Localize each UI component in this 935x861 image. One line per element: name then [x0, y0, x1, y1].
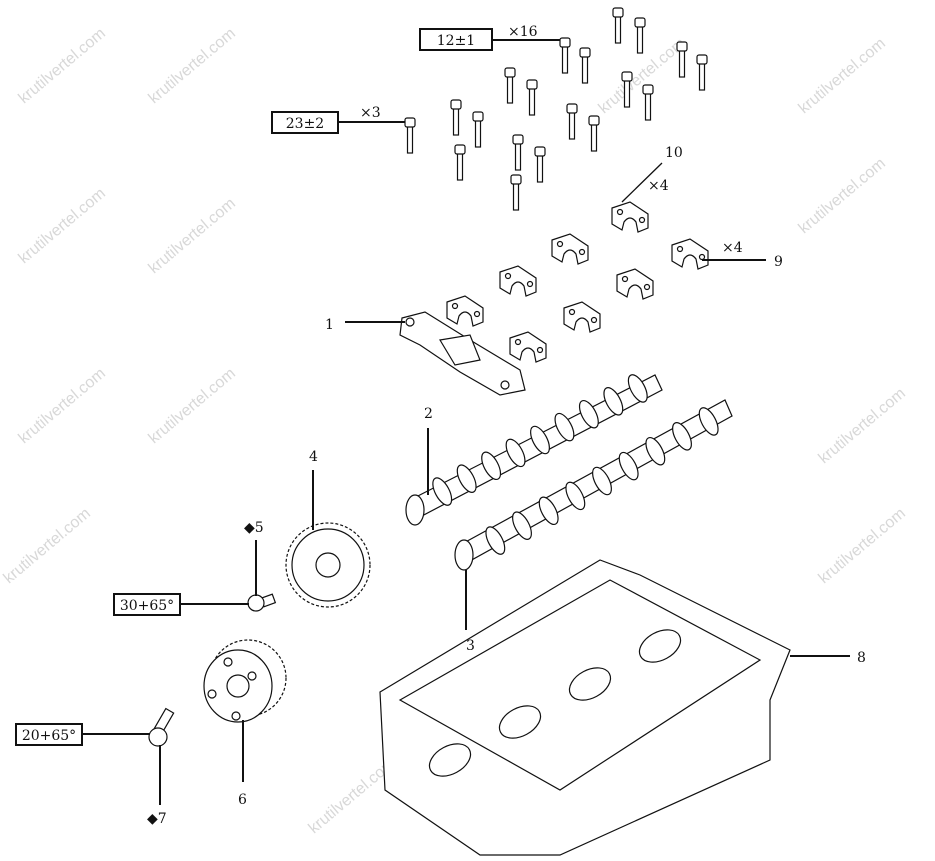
cam-lobe — [618, 451, 639, 481]
torque-label-5: 30+65° — [120, 598, 174, 614]
bearing-cap — [509, 331, 547, 363]
part-number-7: ◆7 — [147, 811, 167, 827]
port — [428, 743, 472, 777]
torque-label-7: 20+65° — [22, 728, 76, 744]
part-number-5: ◆5 — [244, 520, 264, 536]
cam-lobe — [578, 399, 599, 429]
part-number-1: 1 — [325, 317, 334, 333]
bolt — [404, 117, 416, 154]
cam-lobe — [565, 481, 586, 511]
bolt — [454, 144, 466, 181]
bolt — [512, 134, 524, 171]
part-number-3: 3 — [466, 638, 475, 654]
qty-label-bridge-bolts: ×3 — [360, 105, 381, 121]
port — [568, 667, 612, 701]
bolt — [510, 174, 522, 211]
bearing-cap — [616, 268, 654, 300]
bearing-cap — [563, 301, 601, 333]
port — [638, 629, 682, 663]
bearing-cap — [551, 233, 589, 265]
bolt — [588, 115, 600, 152]
bolt — [566, 103, 578, 140]
bearing-cap — [611, 201, 649, 233]
camshaft-sprocket — [285, 522, 371, 608]
vvt-bolt — [148, 707, 175, 747]
bolt — [526, 79, 538, 116]
part-number-6: 6 — [238, 792, 247, 808]
vvt-actuator — [203, 639, 287, 723]
camshaft-bearing-bridge — [399, 311, 526, 396]
bearing-cap — [499, 265, 537, 297]
bolt — [559, 37, 571, 74]
sprocket-bolt — [247, 593, 277, 612]
bolt — [612, 7, 624, 44]
cam-lobe — [481, 451, 502, 481]
qty-label-cap-bolts: ×16 — [508, 24, 538, 40]
part-number-8: 8 — [857, 650, 866, 666]
callouts: 12±1 ×16 23±2 ×3 10 ×4 ×4 9 1 2 3 4 ◆5 3… — [15, 24, 866, 827]
bearing-cap — [671, 238, 709, 270]
bolt — [634, 17, 646, 54]
cam-lobe — [672, 422, 692, 451]
cam-lobe — [530, 425, 550, 455]
cam-lobe — [485, 526, 506, 555]
part-number-9: 9 — [774, 254, 783, 270]
bolt — [504, 67, 516, 104]
bolt — [621, 71, 633, 108]
port — [498, 705, 542, 739]
cam-lobe — [554, 412, 575, 442]
cam-lobe — [432, 477, 453, 506]
part-number-10: 10 — [665, 145, 683, 161]
torque-label-cap-bolts: 12±1 — [437, 33, 475, 49]
bolt — [696, 54, 708, 91]
qty-label-10: ×4 — [648, 178, 669, 194]
bearing-cap — [446, 295, 484, 327]
cam-cap-bolts — [404, 7, 708, 211]
part-number-4: 4 — [309, 449, 318, 465]
cam-lobe — [698, 407, 719, 436]
cam-lobe — [512, 511, 532, 540]
qty-label-9: ×4 — [722, 240, 743, 256]
cam-lobe — [592, 466, 612, 496]
cam-lobe — [456, 464, 477, 493]
bolt — [534, 146, 546, 183]
exhaust-camshaft — [454, 399, 733, 571]
cylinder-head — [379, 559, 791, 856]
cam-lobe — [505, 438, 526, 468]
bolt — [472, 111, 484, 148]
bolt — [642, 84, 654, 121]
cam-lobe — [627, 374, 648, 403]
part-number-2: 2 — [424, 406, 433, 422]
intake-camshaft — [405, 374, 663, 526]
bearing-caps — [446, 201, 709, 363]
torque-label-bridge-bolts: 23±2 — [286, 116, 324, 132]
bolt — [450, 99, 462, 136]
cam-lobe — [603, 387, 624, 416]
bolt — [676, 41, 688, 78]
bolt — [579, 47, 591, 84]
cam-lobe — [538, 496, 559, 526]
cam-lobe — [645, 436, 666, 466]
